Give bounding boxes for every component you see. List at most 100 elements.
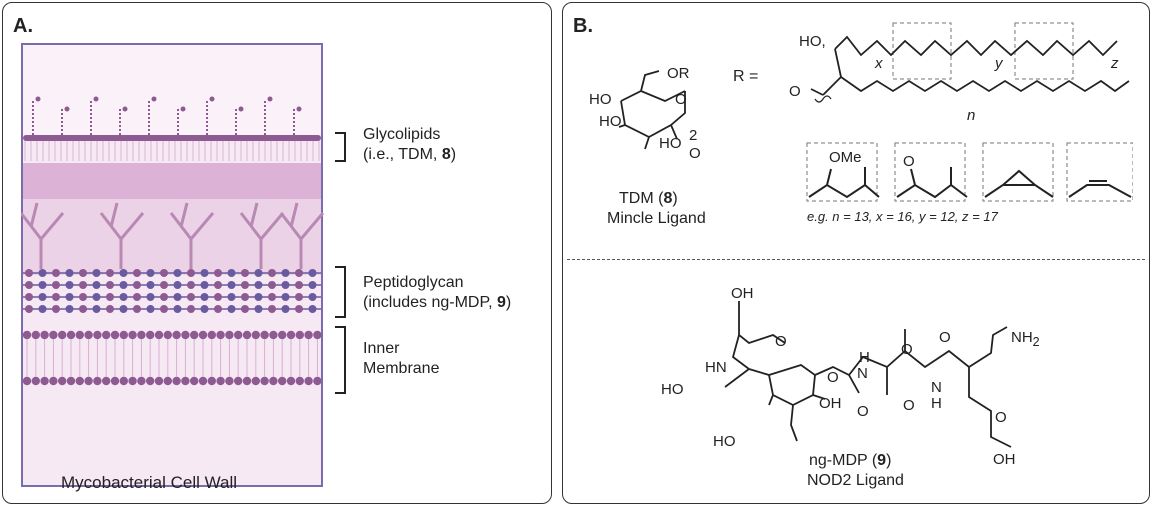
glycolipid-tails (24, 141, 320, 161)
membrane-head (119, 376, 128, 386)
arabinan-branches (21, 202, 325, 269)
pg-unit (119, 281, 128, 289)
panel-a-label: A. (13, 15, 33, 37)
membrane-head (234, 330, 243, 340)
membrane-head (31, 330, 40, 340)
membrane-head (304, 376, 313, 386)
tdm-name: TDM (8) (619, 190, 678, 207)
membrane-head (22, 330, 32, 340)
membrane-head (84, 376, 93, 386)
membrane-head (146, 330, 155, 340)
pg-unit (160, 269, 168, 277)
membrane-head (269, 330, 278, 340)
glycolipid-head (238, 106, 244, 112)
pg-unit (146, 269, 155, 277)
membrane-head (234, 376, 243, 386)
membrane-head (225, 330, 234, 340)
pg-unit (52, 293, 60, 301)
pg-unit (65, 293, 74, 301)
mdp-nh2: NH2 (1011, 329, 1040, 349)
pg-unit (173, 305, 182, 313)
pg-unit (25, 305, 33, 313)
pg-unit (79, 281, 87, 289)
pg-unit (254, 305, 263, 313)
branch (239, 202, 285, 269)
pg-unit (200, 269, 209, 277)
glycolipid-head (93, 96, 99, 102)
panel-b-label: B. (573, 15, 593, 37)
membrane-head (190, 330, 199, 340)
mdp-subtitle: NOD2 Ligand (807, 472, 904, 489)
pg-unit (25, 269, 33, 277)
r-equals: R = (733, 68, 759, 85)
pg-unit (295, 293, 303, 301)
pg-unit (241, 269, 249, 277)
membrane-head (190, 376, 199, 386)
mdp-n-1: N (857, 365, 868, 382)
pg-unit (52, 281, 60, 289)
mdp-o-4: O (903, 397, 915, 414)
pg-unit (268, 281, 276, 289)
membrane-head (49, 376, 58, 386)
mdp-o-1: O (775, 333, 787, 350)
pg-unit (200, 293, 209, 301)
membrane-head (58, 376, 67, 386)
membrane-head (49, 330, 58, 340)
membrane-head (31, 376, 40, 386)
pg-unit (227, 281, 236, 289)
mdp-name: ng-MDP (9) (809, 452, 892, 469)
membrane-head (102, 330, 111, 340)
tdm-subscript: 2 (689, 127, 698, 144)
mdp-h-1: H (859, 349, 870, 366)
pg-unit (52, 305, 60, 313)
pg-unit (106, 293, 114, 301)
tdm-ring-o: O (675, 91, 687, 108)
glycolipid-head (209, 96, 215, 102)
pg-unit (79, 269, 87, 277)
pg-unit (200, 281, 209, 289)
panel-a: A. Glycolipids (i.e., TDM, 8) Peptidogly… (2, 2, 552, 504)
branch (99, 202, 145, 269)
pg-unit (254, 281, 263, 289)
tdm-subtitle: Mincle Ligand (607, 210, 706, 227)
pg-unit (281, 281, 290, 289)
membrane-head (163, 330, 172, 340)
membrane-head (251, 330, 260, 340)
pg-unit (173, 281, 182, 289)
membrane-head (260, 376, 269, 386)
membrane-head (216, 376, 225, 386)
pg-unit (187, 293, 195, 301)
pg-unit (173, 293, 182, 301)
pg-unit (281, 269, 290, 277)
cell-wall-illustration (21, 43, 325, 487)
layer-brackets (335, 132, 346, 394)
example-values: e.g. n = 13, x = 16, y = 12, z = 17 (807, 209, 998, 224)
pg-unit (146, 305, 155, 313)
glycolipids-label: Glycolipids (i.e., TDM, 8) (363, 126, 457, 163)
membrane-head (260, 330, 269, 340)
membrane-head (181, 330, 190, 340)
membrane-head (40, 330, 49, 340)
pg-unit (227, 305, 236, 313)
branch (21, 202, 65, 269)
pg-unit (227, 269, 236, 277)
pg-unit (38, 293, 47, 301)
pg-unit (133, 305, 141, 313)
pg-unit (308, 281, 317, 289)
pg-unit (146, 281, 155, 289)
membrane-head (278, 376, 287, 386)
peptidoglycan-layer (23, 269, 321, 313)
glycolipid-head (267, 96, 273, 102)
inner-membrane-layer (22, 330, 322, 386)
membrane-head (128, 376, 137, 386)
membrane-head (304, 330, 313, 340)
membrane-head (313, 330, 322, 340)
mdp-oh-1: OH (731, 285, 754, 302)
glycolipid-head (35, 96, 41, 102)
membrane-head (75, 330, 84, 340)
membrane-head (119, 330, 128, 340)
pg-unit (92, 281, 101, 289)
pg-unit (119, 305, 128, 313)
pg-unit (187, 281, 195, 289)
membrane-head (93, 376, 102, 386)
